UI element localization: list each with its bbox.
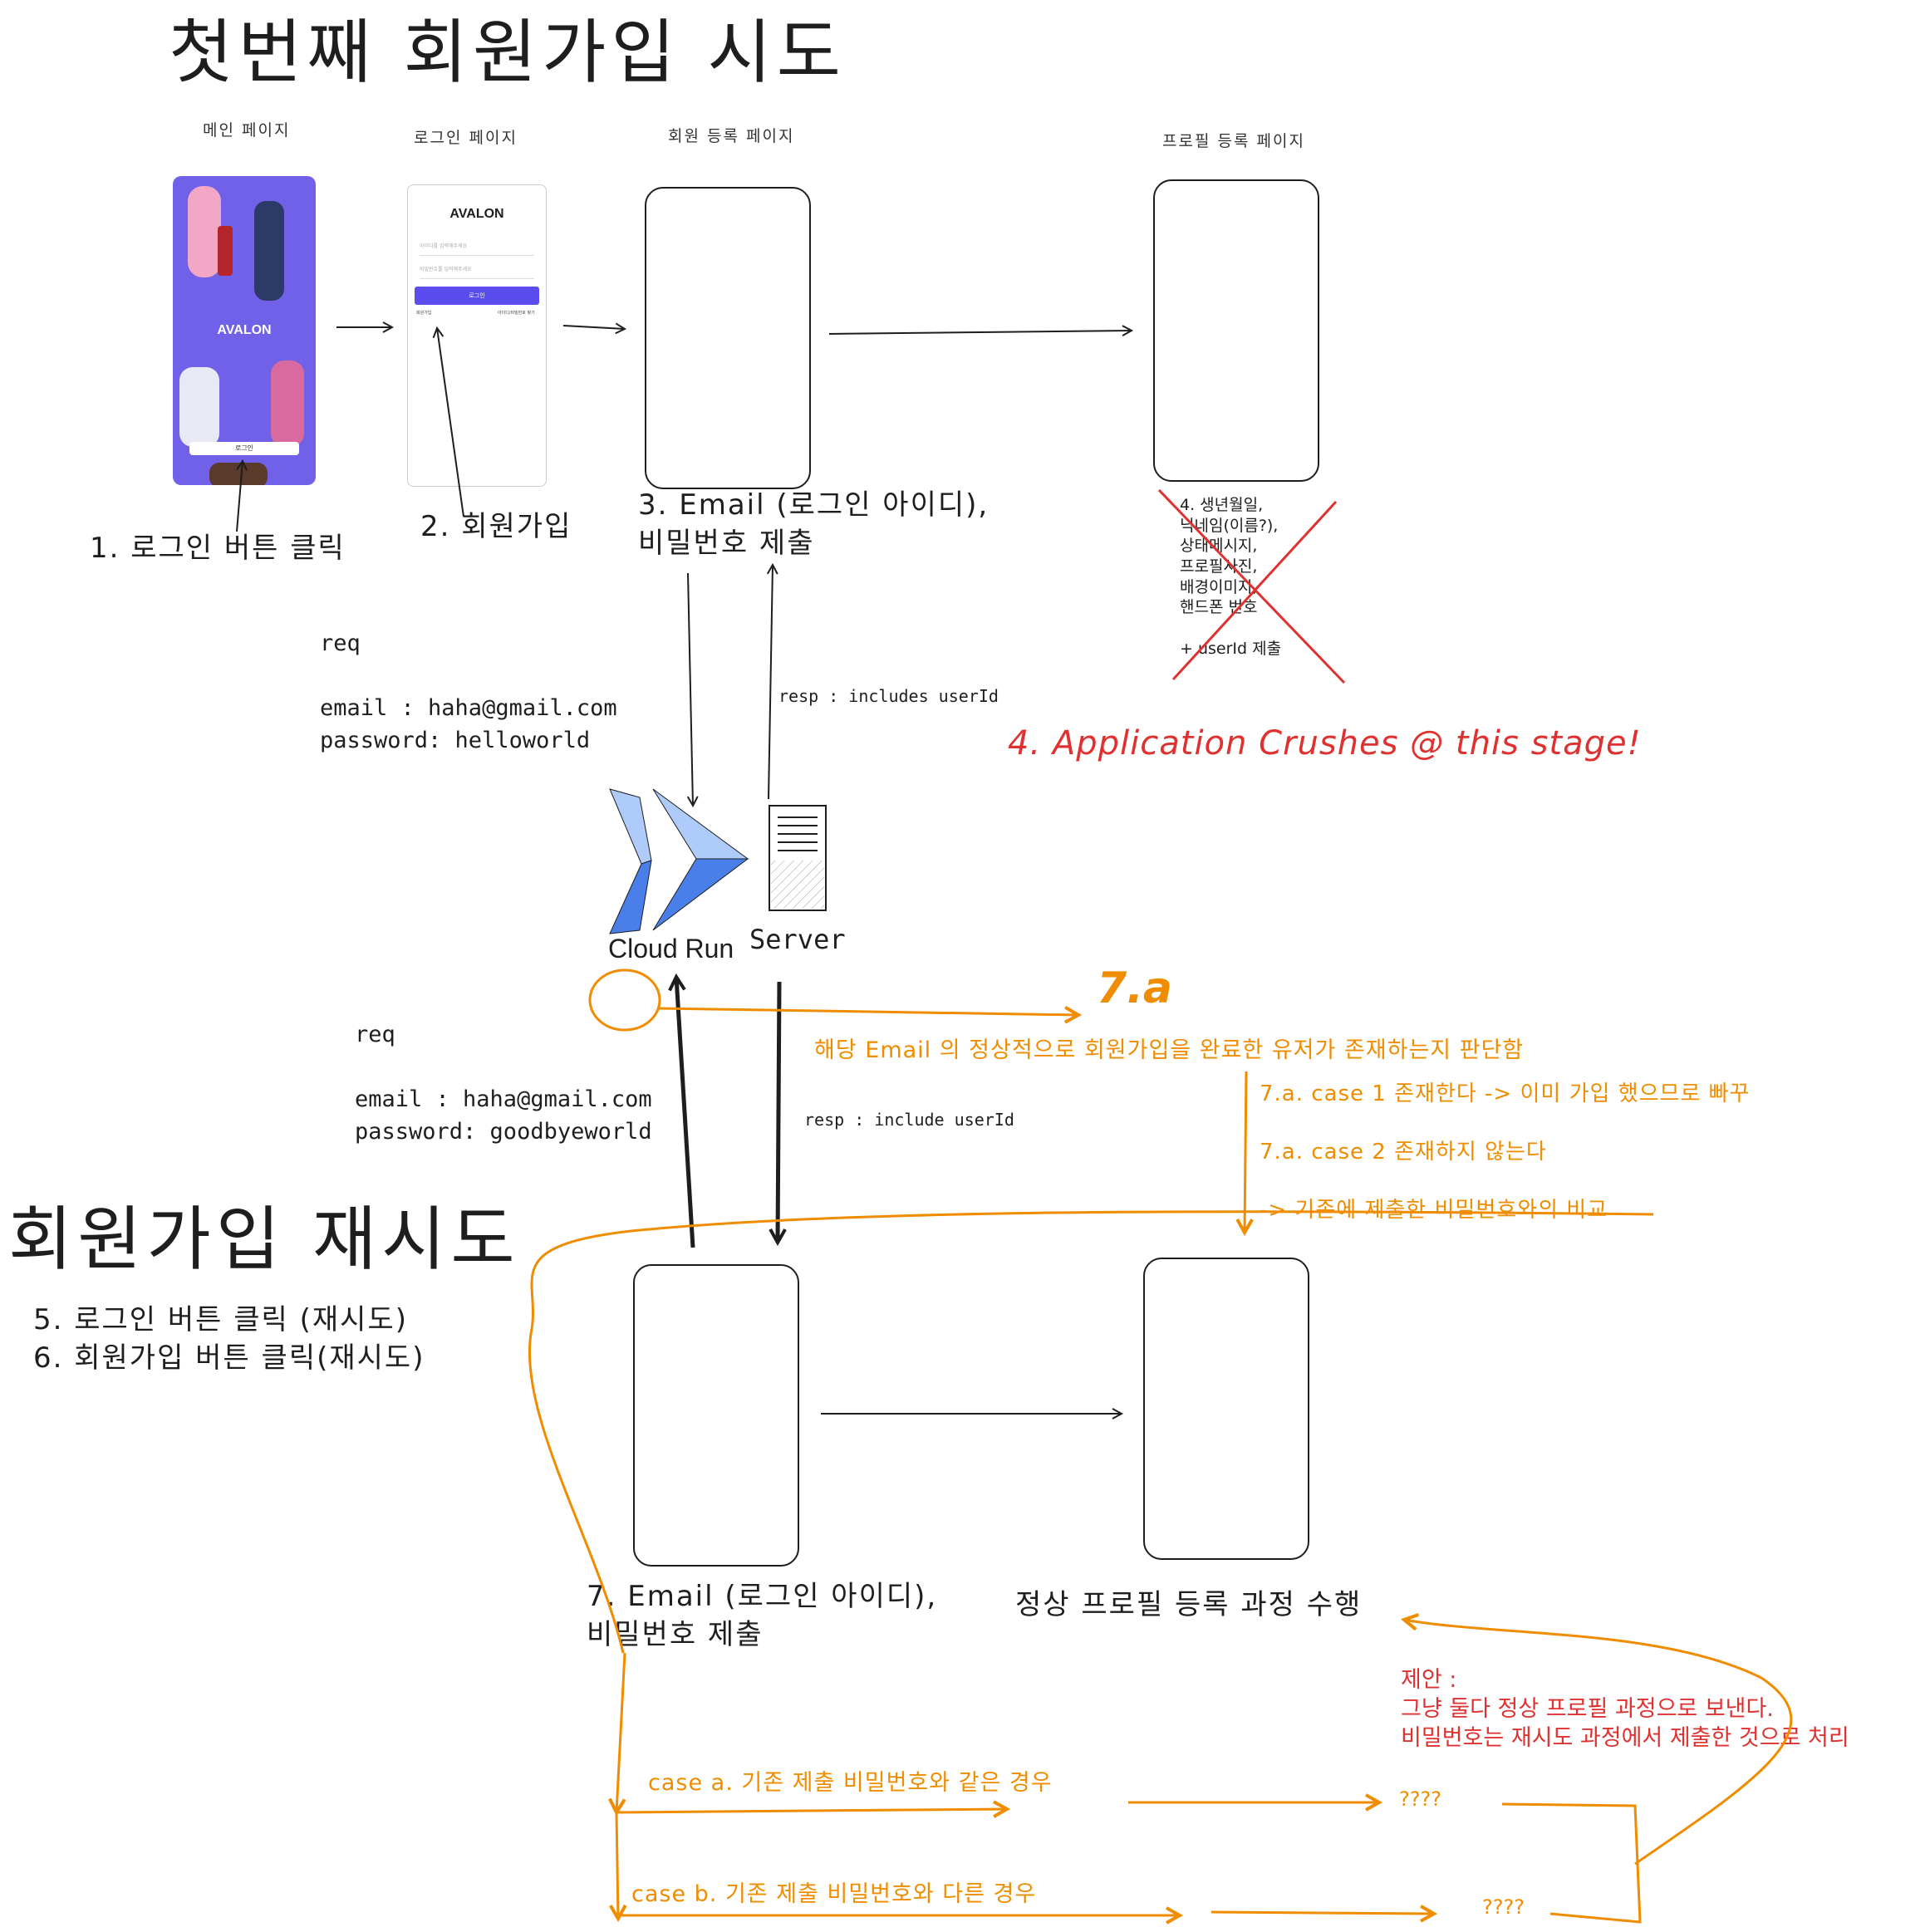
- arrow-to-normal-profile: [1404, 1620, 1793, 1866]
- response-2-note: resp : include userId: [804, 1110, 1014, 1130]
- seven-a-label: 7.a: [1097, 964, 1173, 1013]
- seven-a-description: 해당 Email 의 정상적으로 회원가입을 완료한 유저가 존재하는지 판단함: [814, 1037, 1525, 1063]
- crash-note: 4. Application Crushes @ this stage!: [1008, 724, 1642, 763]
- branch-down-lower: [616, 1812, 618, 1919]
- pointer-step-2: [437, 328, 464, 517]
- register-page-phone: [645, 187, 811, 489]
- login-page-screenshot: AVALON 아이디를 입력해주세요 비밀번호를 입력해주세요 로그인 회원가입…: [407, 184, 547, 487]
- bracket-results: [1501, 1802, 1642, 1924]
- step-1-label: 1. 로그인 버튼 클릭: [90, 532, 346, 565]
- step-3-label: 3. Email (로그인 아이디), 비밀번호 제출: [638, 488, 990, 560]
- login-submit-button[interactable]: 로그인: [415, 287, 539, 305]
- request-1-note: req email : haha@gmail.com password: hel…: [320, 630, 617, 754]
- profile-page-phone: [1153, 179, 1319, 482]
- step-4-label: 4. 생년월일, 닉네임(이름?), 상태메시지, 프로필사진, 배경이미지, …: [1180, 496, 1282, 658]
- case-b-label: case b. 기존 제출 비밀번호와 다른 경우: [631, 1881, 1037, 1907]
- highlight-circle: [588, 968, 661, 1032]
- arrow-case-b-mid: [1211, 1912, 1434, 1914]
- character-illustration: [218, 226, 233, 276]
- case-a-result: ????: [1399, 1787, 1441, 1811]
- character-illustration: [254, 201, 284, 301]
- pointer-step-1: [236, 461, 243, 532]
- arrow-request-1: [688, 572, 693, 806]
- crash-x: [1157, 488, 1346, 684]
- case-a-label: case a. 기존 제출 비밀번호와 같은 경우: [648, 1770, 1053, 1796]
- arrow-request-2: [676, 977, 695, 1248]
- proposal-note: 제안 : 그냥 둘다 정상 프로필 과정으로 보낸다. 비밀번호는 재시도 과정…: [1401, 1667, 1849, 1752]
- retry-steps-label: 5. 로그인 버튼 클릭 (재시도) 6. 회원가입 버튼 클릭(재시도): [33, 1303, 425, 1375]
- seven-a-case-1: 7.a. case 1 존재한다 -> 이미 가입 했으므로 빠꾸: [1260, 1081, 1751, 1106]
- arrow-register-to-profile: [828, 331, 1132, 334]
- title-first-attempt: 첫번째 회원가입 시도: [169, 12, 846, 93]
- caption-profile-page: 프로필 등록 페이지: [1162, 132, 1305, 150]
- crash-x: [1171, 500, 1338, 681]
- title-retry: 회원가입 재시도: [8, 1199, 520, 1280]
- step-2-label: 2. 회원가입: [420, 510, 572, 543]
- caption-login-page: 로그인 페이지: [414, 129, 518, 147]
- character-illustration: [179, 367, 219, 447]
- retry-register-phone: [633, 1264, 799, 1567]
- cloud-run-icon: [609, 788, 749, 934]
- branch-down: [616, 1652, 625, 1812]
- arrow-seven-a-down: [1245, 1071, 1246, 1233]
- server-label: Server: [749, 924, 846, 955]
- main-logo: AVALON: [217, 323, 272, 337]
- cloud-run-label: Cloud Run: [608, 934, 734, 964]
- main-login-button[interactable]: 로그인: [189, 442, 299, 455]
- login-logo: AVALON: [449, 207, 504, 221]
- arrow-response-2: [778, 981, 779, 1243]
- character-illustration: [188, 186, 221, 277]
- normal-profile-phone: [1143, 1258, 1309, 1560]
- request-2-note: req email : haha@gmail.com password: goo…: [355, 1022, 652, 1145]
- step-7-label: 7. Email (로그인 아이디), 비밀번호 제출: [587, 1580, 938, 1651]
- normal-profile-label: 정상 프로필 등록 과정 수행: [1015, 1588, 1363, 1621]
- case-b-result: ????: [1482, 1895, 1525, 1919]
- login-id-field[interactable]: 아이디를 입력해주세요: [420, 242, 534, 256]
- response-1-note: resp : includes userId: [778, 686, 999, 706]
- login-password-field[interactable]: 비밀번호를 입력해주세요: [420, 265, 534, 279]
- arrow-login-to-register: [562, 326, 625, 329]
- arrow-case-a: [616, 1809, 1007, 1812]
- seven-a-case-2: 7.a. case 2 존재하지 않는다: [1260, 1140, 1547, 1165]
- find-account-link[interactable]: 아이디/비밀번호 찾기: [498, 311, 535, 316]
- arrow-response-1: [769, 565, 773, 800]
- seven-a-compare: -> 기존에 제출한 비밀번호와의 비교: [1260, 1198, 1608, 1223]
- caption-main-page: 메인 페이지: [203, 121, 291, 140]
- main-page-screenshot: AVALON 로그인: [173, 176, 316, 485]
- arrow-to-seven-a: [657, 1008, 1078, 1015]
- server-icon: [769, 805, 827, 911]
- loop-back-curve: [528, 1210, 1654, 1654]
- signup-link[interactable]: 회원가입: [416, 311, 432, 316]
- character-illustration: [271, 360, 304, 447]
- caption-register-page: 회원 등록 페이지: [668, 127, 795, 145]
